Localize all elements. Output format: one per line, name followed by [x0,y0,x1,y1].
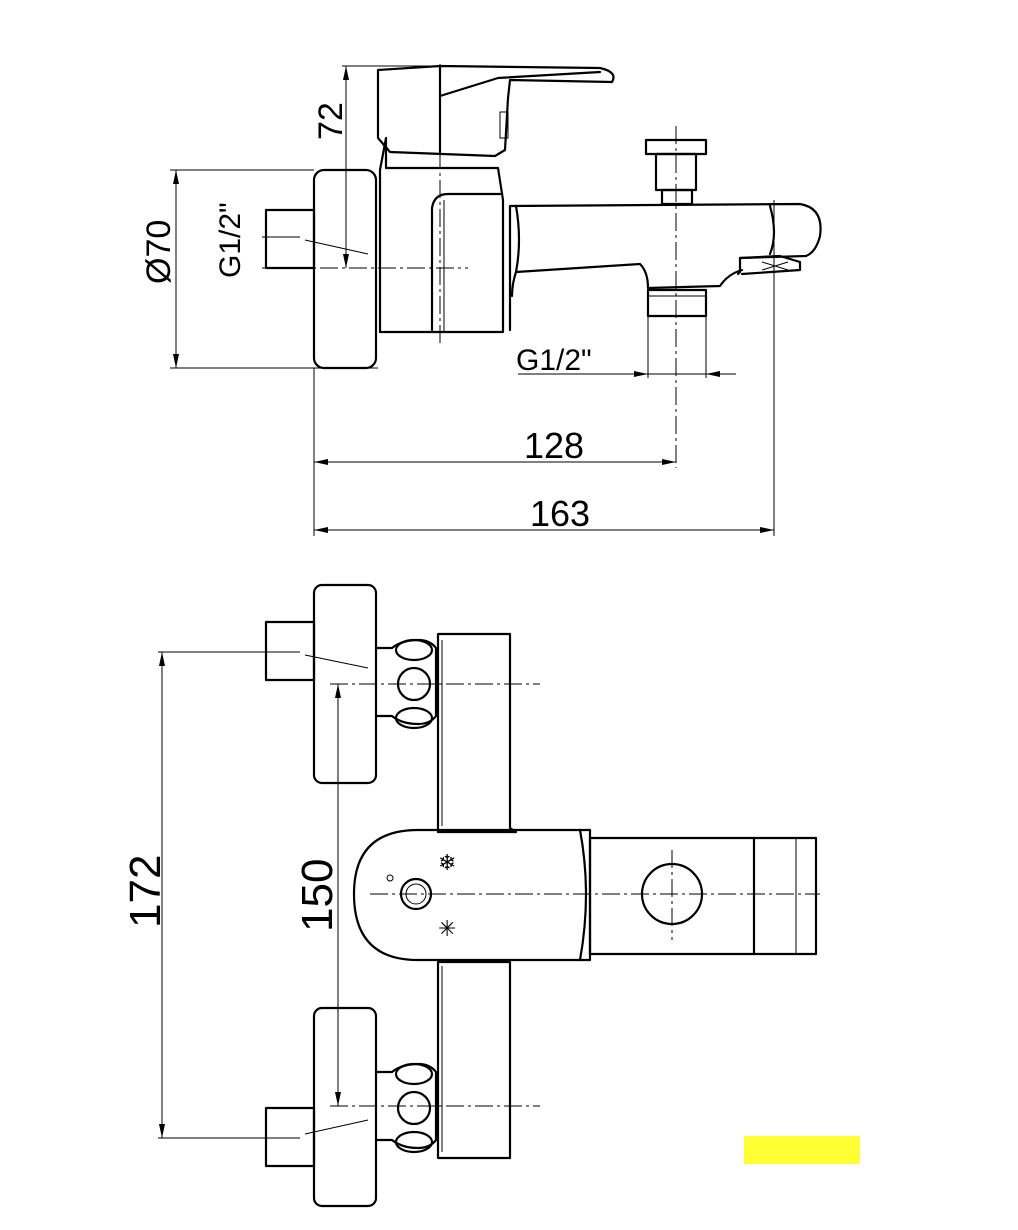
dim-diameter-label: Ø70 [140,220,178,284]
side-view: 72 Ø70 G1/2" G1/2" 128 163 [140,64,822,536]
spout-front [588,836,818,956]
dim-spout-axis-label: 128 [524,425,584,466]
svg-text:✳: ✳ [438,916,456,941]
dim-total-depth-label: 163 [530,493,590,534]
yellow-highlight-patch [744,1136,860,1164]
dim-outlet-thread-label: G1/2" [516,344,592,377]
front-body [436,632,518,1160]
outlet-connector [646,288,708,318]
svg-text:❄: ❄ [438,850,456,875]
lower-eccentric-nut [374,1062,438,1154]
inlet-connector [264,208,316,270]
dim-inlet-thread-label: G1/2" [214,202,247,278]
dim-height-label: 72 [312,102,350,140]
mixer-body [378,136,512,334]
handle-lever [376,64,615,158]
cartridge-housing: ❄ ✳ [352,828,592,962]
dim-outer-spacing-label: 172 [121,855,170,928]
wall-flange [312,168,378,370]
dim-inner-spacing-label: 150 [293,859,342,932]
front-view: ❄ ✳ 172 150 [121,583,820,1208]
lower-wall-flange [312,1006,378,1208]
